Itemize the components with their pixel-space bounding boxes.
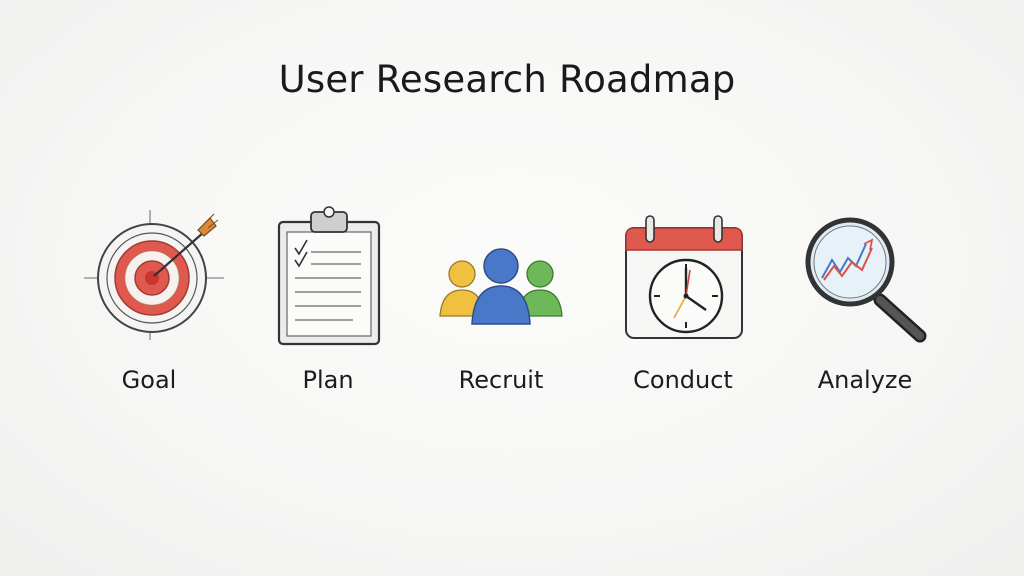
step-recruit: Recruit: [416, 200, 586, 410]
step-label-plan: Plan: [302, 366, 354, 394]
step-label-analyze: Analyze: [817, 366, 913, 394]
step-goal: Goal: [64, 200, 234, 410]
magnifier-chart-icon: [805, 217, 927, 343]
clipboard-icon: [277, 206, 381, 346]
step-label-recruit: Recruit: [458, 366, 544, 394]
people-icon: [439, 248, 563, 325]
step-analyze: Analyze: [780, 200, 950, 410]
calendar-clock-icon: [625, 215, 743, 339]
target-icon: [84, 210, 224, 340]
step-label-conduct: Conduct: [633, 366, 733, 394]
step-label-goal: Goal: [121, 366, 177, 394]
step-plan: Plan: [243, 200, 413, 410]
step-conduct: Conduct: [598, 200, 768, 410]
page-title: User Research Roadmap: [278, 58, 736, 101]
